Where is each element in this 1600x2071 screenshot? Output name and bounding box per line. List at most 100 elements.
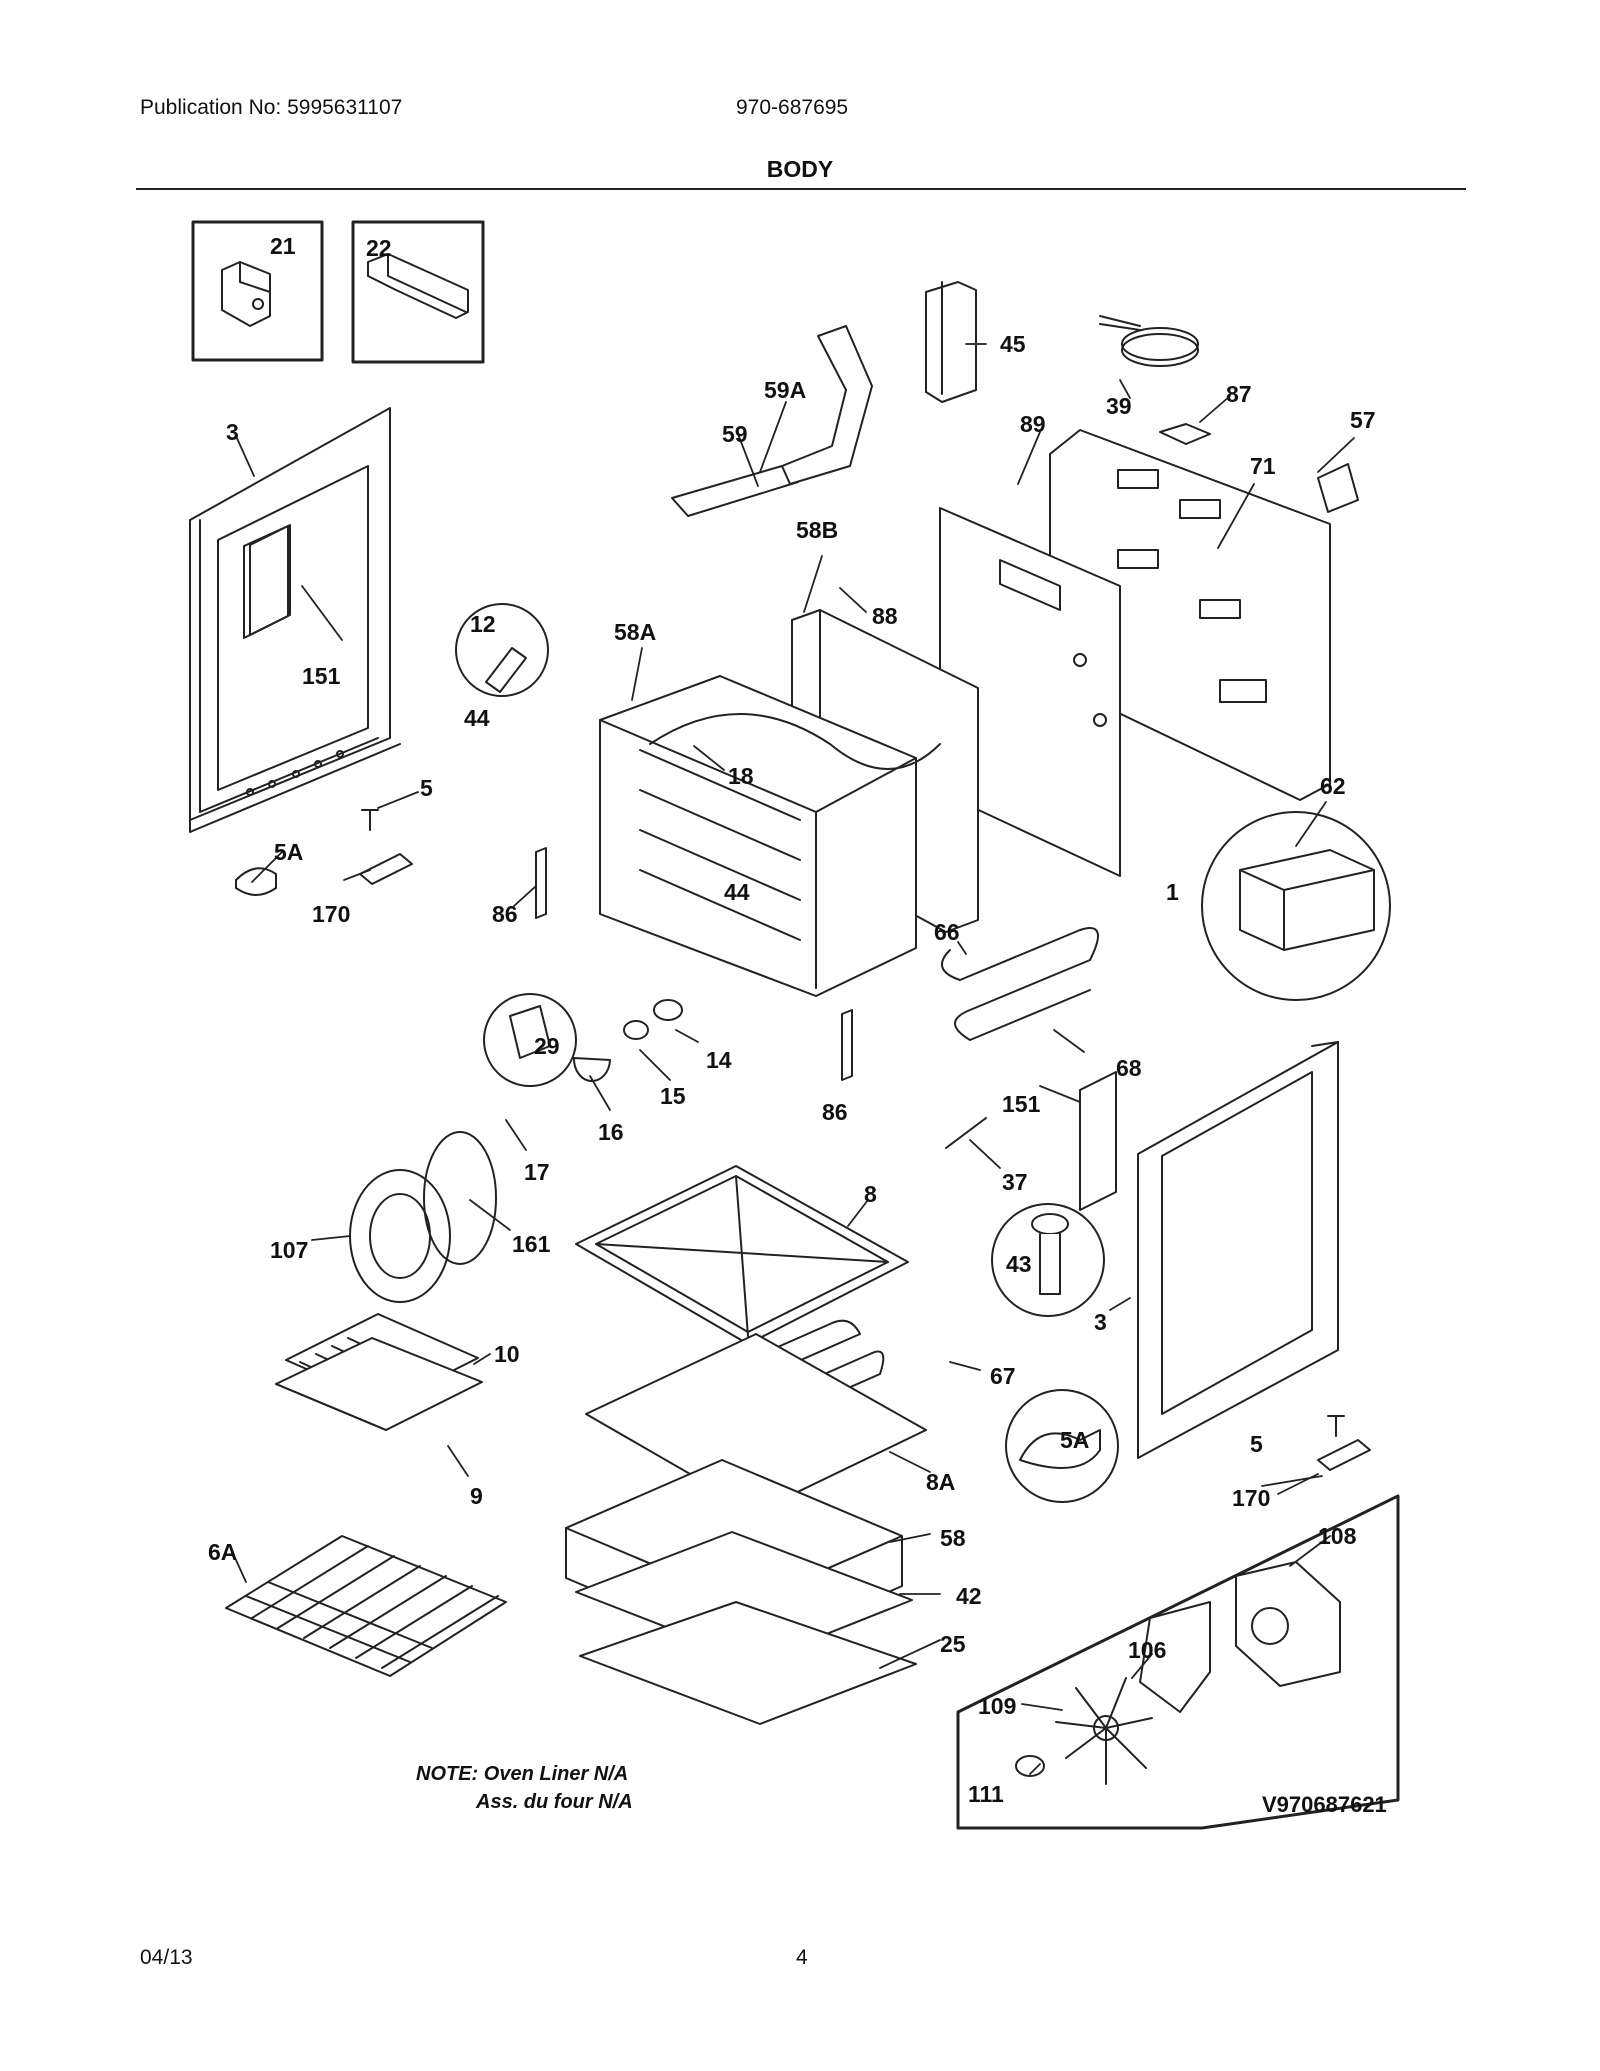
diagram-code: V970687621 (1262, 1792, 1387, 1817)
callout-25: 25 (940, 1631, 966, 1657)
part-21-icon (221, 261, 271, 327)
callout-86-right: 86 (822, 1099, 848, 1125)
fan-cover-107 (349, 1169, 451, 1303)
callout-87: 87 (1226, 381, 1252, 407)
callout-16: 16 (598, 1119, 624, 1145)
callout-106: 106 (1128, 1637, 1166, 1663)
part-22-icon (367, 253, 469, 319)
callout-21: 21 (270, 233, 296, 259)
bracket-170-left (359, 853, 413, 885)
callout-111: 111 (968, 1781, 1004, 1807)
callout-5A-left: 5A (274, 839, 303, 865)
callout-45: 45 (1000, 331, 1026, 357)
callout-42: 42 (956, 1583, 982, 1609)
callout-8: 8 (864, 1181, 877, 1207)
callout-18: 18 (728, 763, 754, 789)
callout-170-right: 170 (1232, 1485, 1270, 1511)
sensor-12-icon (485, 647, 527, 693)
callout-5-left: 5 (420, 775, 433, 801)
callout-62: 62 (1320, 773, 1346, 799)
callout-161: 161 (512, 1231, 551, 1257)
callout-68: 68 (1116, 1055, 1142, 1081)
light-switch-29-inset (483, 993, 577, 1087)
fan-blade-109 (1055, 1677, 1153, 1785)
callout-109: 109 (978, 1693, 1016, 1719)
terminal-block-62-icon (1239, 849, 1375, 951)
lamp-socket-14 (653, 999, 683, 1021)
callout-6A: 6A (208, 1539, 237, 1565)
callout-10: 10 (494, 1341, 520, 1367)
leveling-leg-5A-left (235, 867, 277, 896)
right-side-panel (1137, 1041, 1339, 1459)
broil-pan-9 (275, 1337, 483, 1431)
fan-bracket-106 (1139, 1601, 1211, 1713)
callout-44-a: 44 (464, 705, 490, 731)
gasket-161 (423, 1131, 497, 1265)
callout-89: 89 (1020, 411, 1046, 437)
leveling-leg-43-inset (991, 1203, 1105, 1317)
callout-59: 59 (722, 421, 748, 447)
callout-43: 43 (1006, 1251, 1032, 1277)
callout-107: 107 (270, 1237, 308, 1263)
callout-17: 17 (524, 1159, 550, 1185)
screw-5-left (361, 809, 379, 831)
fan-motor-108 (1235, 1561, 1341, 1687)
oven-bottom-8 (575, 1165, 909, 1345)
light-switch-29-icon (509, 1005, 551, 1059)
oven-rack-6A (225, 1535, 507, 1677)
callout-58A: 58A (614, 619, 656, 645)
callout-170-left: 170 (312, 901, 350, 927)
terminal-block-62-inset (1201, 811, 1391, 1001)
callout-151-left: 151 (302, 663, 341, 689)
callout-29: 29 (534, 1033, 560, 1059)
header-divider (136, 188, 1466, 190)
leveling-leg-5A-icon (1019, 1429, 1101, 1469)
callout-3-right: 3 (1094, 1309, 1107, 1335)
hinge-receptacle-86a (535, 847, 547, 919)
callout-8A: 8A (926, 1469, 955, 1495)
callout-1: 1 (1166, 879, 1179, 905)
callout-71: 71 (1250, 453, 1276, 479)
callout-151-right: 151 (1002, 1091, 1041, 1117)
callout-58: 58 (940, 1525, 966, 1551)
callout-12: 12 (470, 611, 496, 637)
cover-57 (1317, 463, 1359, 513)
callout-3-left: 3 (226, 419, 239, 445)
page-number: 4 (796, 1946, 808, 1969)
left-side-panel (189, 407, 401, 833)
bottom-cover-25 (579, 1601, 917, 1725)
oven-liner-note-fr: Ass. du four N/A (475, 1791, 633, 1813)
lamp-cover-16 (572, 1057, 611, 1082)
lamp-bulb-15 (623, 1020, 649, 1040)
broil-element-66 (941, 927, 1099, 1041)
page-title: BODY (766, 156, 834, 182)
oven-liner-note: NOTE: Oven Liner N/A (416, 1763, 628, 1785)
oven-cavity-58A (599, 675, 917, 997)
callout-37: 37 (1002, 1169, 1028, 1195)
leveling-leg-5A-inset (1005, 1389, 1119, 1503)
footer-date: 04/13 (140, 1946, 193, 1969)
inset-box-22 (351, 220, 485, 364)
callout-59A: 59A (764, 377, 806, 403)
bracket-170-right (1317, 1439, 1371, 1471)
callout-5A-right: 5A (1060, 1427, 1089, 1453)
bracket-151-left (243, 525, 289, 639)
vent-duct-59A (781, 325, 873, 485)
callout-88: 88 (872, 603, 898, 629)
callout-44-b: 44 (724, 879, 750, 905)
vent-box-45 (925, 281, 977, 403)
model-number: 970-687695 (736, 96, 849, 119)
publication-number: Publication No: 5995631107 (140, 96, 403, 119)
callout-86-left: 86 (492, 901, 518, 927)
callout-5-right: 5 (1250, 1431, 1263, 1457)
back-panel-89 (939, 507, 1121, 877)
power-cord-39 (1099, 315, 1199, 367)
gasket-88 (649, 713, 941, 770)
callout-67: 67 (990, 1363, 1016, 1389)
callout-39: 39 (1106, 393, 1132, 419)
bracket-87 (1159, 423, 1211, 445)
callout-14: 14 (706, 1047, 732, 1073)
callout-66: 66 (934, 919, 960, 945)
callout-22: 22 (366, 235, 392, 261)
